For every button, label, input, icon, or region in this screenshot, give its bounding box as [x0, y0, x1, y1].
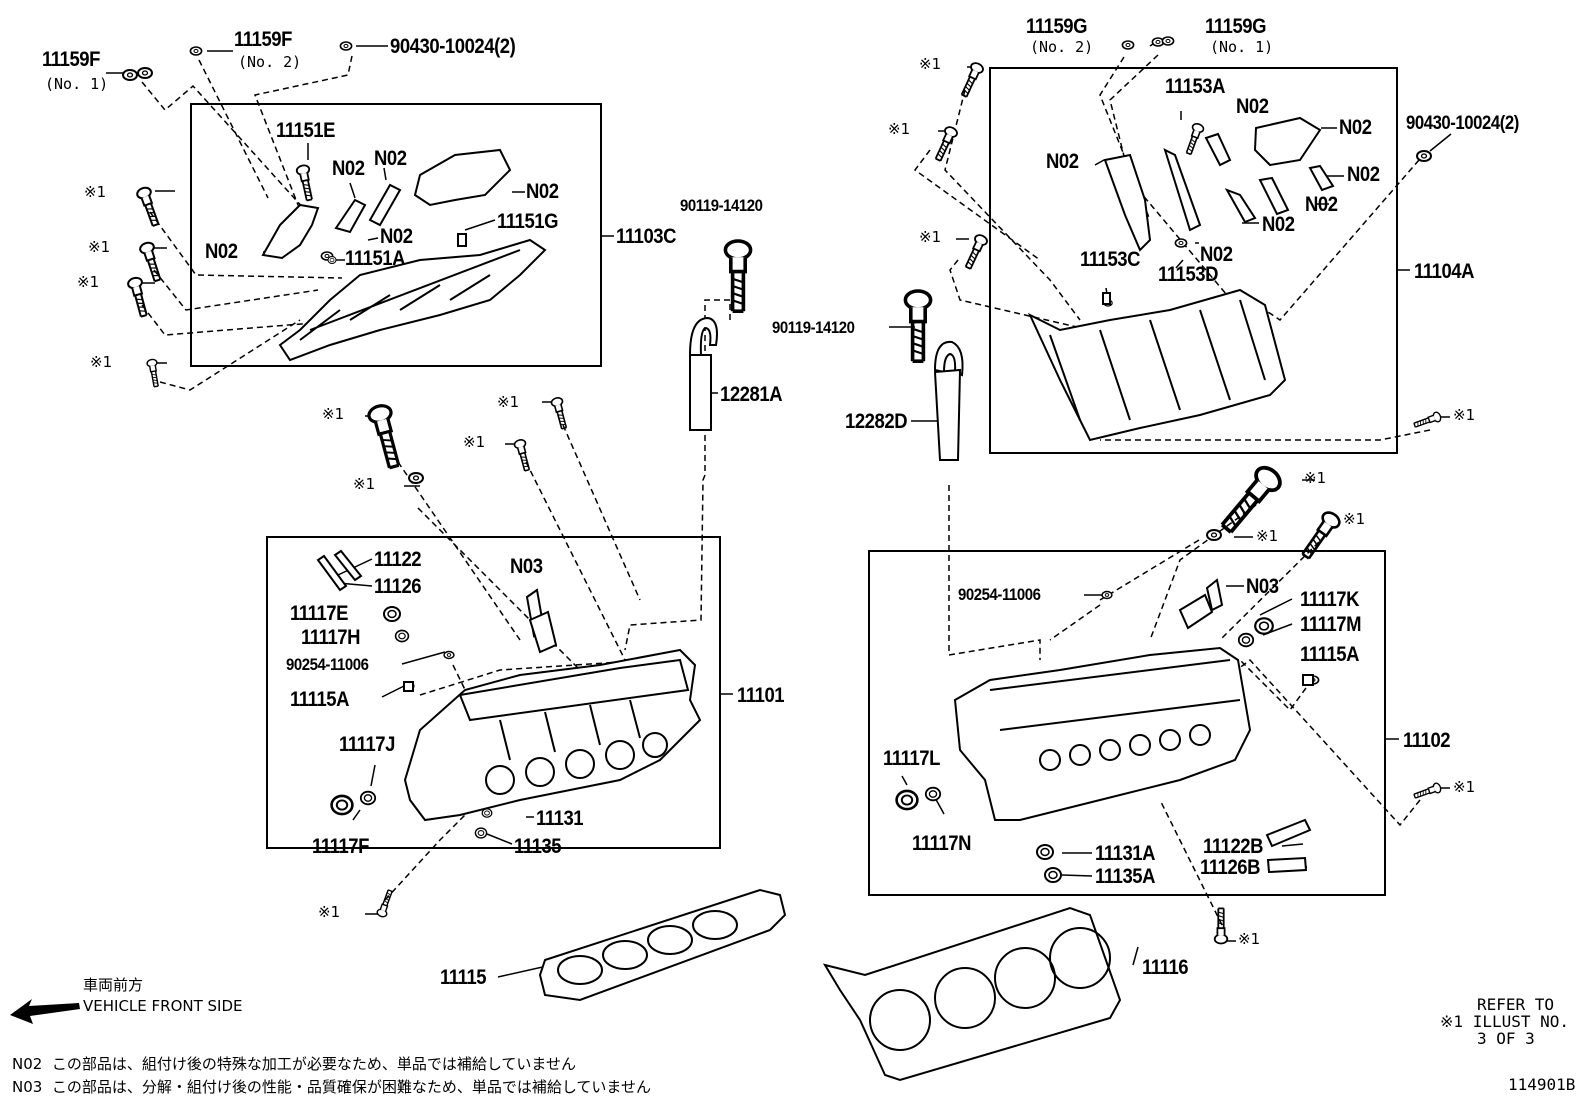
refer-line3: 3 OF 3: [1477, 1029, 1535, 1048]
marker-ref1: ※1: [1256, 527, 1279, 545]
label-90430-left: 90430-10024(2): [390, 35, 516, 58]
label-11115: 11115: [440, 966, 487, 989]
note-n02-code: N02: [12, 1055, 43, 1073]
label-11117K: 11117K: [1300, 588, 1360, 611]
marker-ref1: ※1: [353, 475, 376, 493]
label-n02-d: N02: [380, 225, 413, 248]
label-n02-r1: N02: [1236, 95, 1269, 118]
vehicle-front-jp: 車両前方: [83, 976, 144, 994]
label-11122B: 11122B: [1203, 835, 1264, 858]
label-11115A-left: 11115A: [290, 688, 350, 711]
label-11159F-no2: 11159F: [234, 28, 292, 51]
note-n02-text: この部品は、組付け後の特殊な加工が必要なため、単品では補給していません: [51, 1055, 576, 1073]
label-n02-r2: N02: [1339, 116, 1372, 139]
label-12282D: 12282D: [845, 410, 908, 433]
label-11159F-no2-sub: (No. 2): [238, 53, 302, 71]
label-11117H: 11117H: [301, 626, 361, 649]
label-11151G: 11151G: [497, 210, 559, 233]
label-11102: 11102: [1403, 729, 1451, 752]
label-n03-left: N03: [510, 555, 543, 578]
label-11122: 11122: [374, 548, 422, 571]
note-n03-code: N03: [12, 1078, 43, 1096]
label-90254-right: 90254-11006: [958, 585, 1041, 604]
marker-ref1: ※1: [318, 903, 341, 921]
label-n02-r4: N02: [1347, 163, 1380, 186]
marker-ref1: ※1: [1453, 778, 1476, 796]
marker-ref1: ※1: [84, 183, 107, 201]
label-11151E: 11151E: [276, 119, 336, 142]
label-11151A: 11151A: [345, 247, 406, 270]
marker-ref1: ※1: [888, 120, 911, 138]
label-11117E: 11117E: [290, 602, 349, 625]
label-11126: 11126: [374, 575, 422, 598]
label-n02-a: N02: [332, 157, 365, 180]
label-11159G-no1-sub: (No. 1): [1210, 38, 1274, 56]
label-90119-right: 90119-14120: [772, 318, 855, 337]
label-11126B: 11126B: [1200, 856, 1261, 879]
label-n02-r5: N02: [1305, 193, 1338, 216]
marker-ref1: ※1: [77, 273, 100, 291]
label-n03-right: N03: [1246, 575, 1279, 598]
refer-line1: REFER TO: [1477, 995, 1555, 1014]
marker-ref1: ※1: [88, 238, 111, 256]
marker-ref1: ※1: [1304, 469, 1327, 487]
label-11117M: 11117M: [1300, 613, 1362, 636]
label-n02-r6: N02: [1262, 213, 1295, 236]
label-11131A: 11131A: [1095, 842, 1156, 865]
label-n02-b: N02: [374, 147, 407, 170]
label-90430-right: 90430-10024(2): [1406, 113, 1519, 134]
label-11116: 11116: [1142, 956, 1189, 979]
label-11159F-no1-sub: (No. 1): [45, 75, 109, 93]
label-12281A: 12281A: [720, 383, 783, 406]
refer-line2-row: ※1 ILLUST NO.: [1440, 1013, 1569, 1030]
refer-marker: ※1: [1440, 1012, 1464, 1031]
marker-ref1: ※1: [497, 393, 520, 411]
illustration-id: 114901B: [1508, 1075, 1576, 1094]
marker-ref1: ※1: [1343, 510, 1366, 528]
label-11117F: 11117F: [312, 835, 369, 858]
label-11159G-no1: 11159G: [1205, 15, 1267, 38]
marker-ref1: ※1: [463, 433, 486, 451]
label-11153A: 11153A: [1165, 75, 1226, 98]
label-11159F-no1: 11159F: [42, 48, 100, 71]
label-n02-r7: N02: [1200, 243, 1233, 266]
front-arrow: [10, 999, 80, 1024]
note-n03: N03 この部品は、分解・組付け後の性能・品質確保が困難なため、単品では補給して…: [12, 1076, 651, 1097]
label-11159G-no2-sub: (No. 2): [1030, 38, 1094, 56]
refer-line2: ILLUST NO.: [1472, 1012, 1570, 1031]
label-11117L: 11117L: [883, 747, 940, 770]
label-11153D: 11153D: [1158, 263, 1219, 286]
label-90119-left: 90119-14120: [680, 196, 763, 215]
marker-ref1: ※1: [919, 55, 942, 73]
marker-ref1: ※1: [90, 353, 113, 371]
label-11153C: 11153C: [1080, 248, 1141, 271]
note-n02: N02 この部品は、組付け後の特殊な加工が必要なため、単品では補給していません: [12, 1053, 576, 1074]
label-11135A: 11135A: [1095, 865, 1156, 888]
label-n02-c: N02: [526, 180, 559, 203]
label-11115A-right: 11115A: [1300, 643, 1360, 666]
label-n02-r3: N02: [1046, 150, 1079, 173]
label-11101: 11101: [737, 684, 785, 707]
label-11104A: 11104A: [1414, 260, 1475, 283]
label-11117J: 11117J: [339, 733, 395, 756]
marker-ref1: ※1: [919, 228, 942, 246]
label-n02-e: N02: [205, 240, 238, 263]
vehicle-front-en: VEHICLE FRONT SIDE: [83, 997, 243, 1015]
marker-ref1: ※1: [1453, 406, 1476, 424]
note-n03-text: この部品は、分解・組付け後の性能・品質確保が困難なため、単品では補給していません: [51, 1078, 651, 1096]
marker-ref1: ※1: [1238, 930, 1261, 948]
label-11135: 11135: [514, 835, 562, 858]
label-11103C: 11103C: [616, 225, 677, 248]
label-11117N: 11117N: [912, 832, 972, 855]
label-11159G-no2: 11159G: [1026, 15, 1088, 38]
label-11131: 11131: [536, 807, 584, 830]
label-90254-left: 90254-11006: [286, 655, 369, 674]
marker-ref1: ※1: [322, 405, 345, 423]
